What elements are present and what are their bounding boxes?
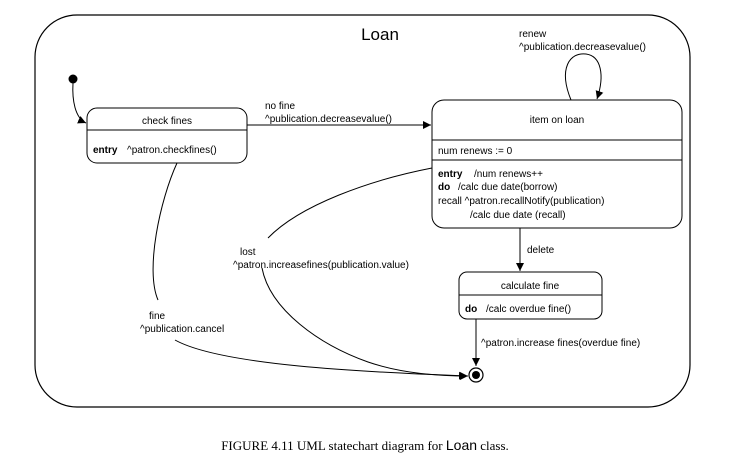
state-calculate-fine: calculate fine do /calc overdue fine() (458, 271, 603, 320)
state-item-on-loan-name: item on loan (530, 115, 584, 126)
initial-transition (72, 82, 87, 124)
state-item-on-loan: item on loan num renews := 0 entry /num … (431, 99, 683, 229)
figure-caption: FIGURE 4.11 UML statechart diagram for L… (221, 437, 509, 453)
state-calculate-fine-name: calculate fine (501, 281, 560, 292)
transition-no-fine-action: ^publication.decreasevalue() (265, 114, 392, 125)
state-item-on-loan-do-action: /calc due date(borrow) (458, 182, 558, 193)
transition-renew-action: ^publication.decreasevalue() (519, 42, 646, 53)
transition-fine-event: fine (149, 311, 166, 322)
state-item-on-loan-recall-line1: recall ^patron.recallNotify(publication) (438, 196, 604, 207)
state-calculate-fine-do-keyword: do (465, 304, 477, 315)
transition-no-fine-event: no fine (265, 101, 295, 112)
state-check-fines-entry-keyword: entry (93, 145, 118, 156)
transition-increase-fines-action: ^patron.increase fines(overdue fine) (481, 338, 640, 349)
transition-renew (565, 53, 604, 101)
transition-delete-event: delete (527, 245, 555, 256)
state-check-fines-entry-action: ^patron.checkfines() (127, 145, 217, 156)
state-item-on-loan-recall-line2: /calc due date (recall) (470, 210, 566, 221)
state-item-on-loan-do-keyword: do (438, 182, 450, 193)
state-check-fines-name: check fines (142, 116, 192, 127)
figure-caption-suffix: class. (477, 438, 509, 453)
transition-lost-event: lost (240, 247, 256, 258)
state-item-on-loan-entry-action: /num renews++ (474, 169, 543, 180)
state-item-on-loan-attribute: num renews := 0 (438, 146, 513, 157)
initial-state (68, 74, 78, 84)
transition-renew-event: renew (519, 29, 547, 40)
figure-caption-prefix: FIGURE 4.11 UML statechart diagram for (221, 438, 446, 453)
loan-container (34, 14, 691, 408)
transition-fine (152, 162, 467, 376)
loan-container-title: Loan (361, 25, 399, 44)
final-state (468, 367, 484, 383)
transition-fine-action: ^publication.cancel (140, 324, 224, 335)
state-check-fines: check fines entry ^patron.checkfines() (86, 107, 248, 164)
state-item-on-loan-entry-keyword: entry (438, 169, 463, 180)
state-calculate-fine-do-action: /calc overdue fine() (486, 304, 571, 315)
transition-lost-action: ^patron.increasefines(publication.value) (233, 260, 409, 271)
figure-caption-class-name: Loan (446, 437, 477, 453)
